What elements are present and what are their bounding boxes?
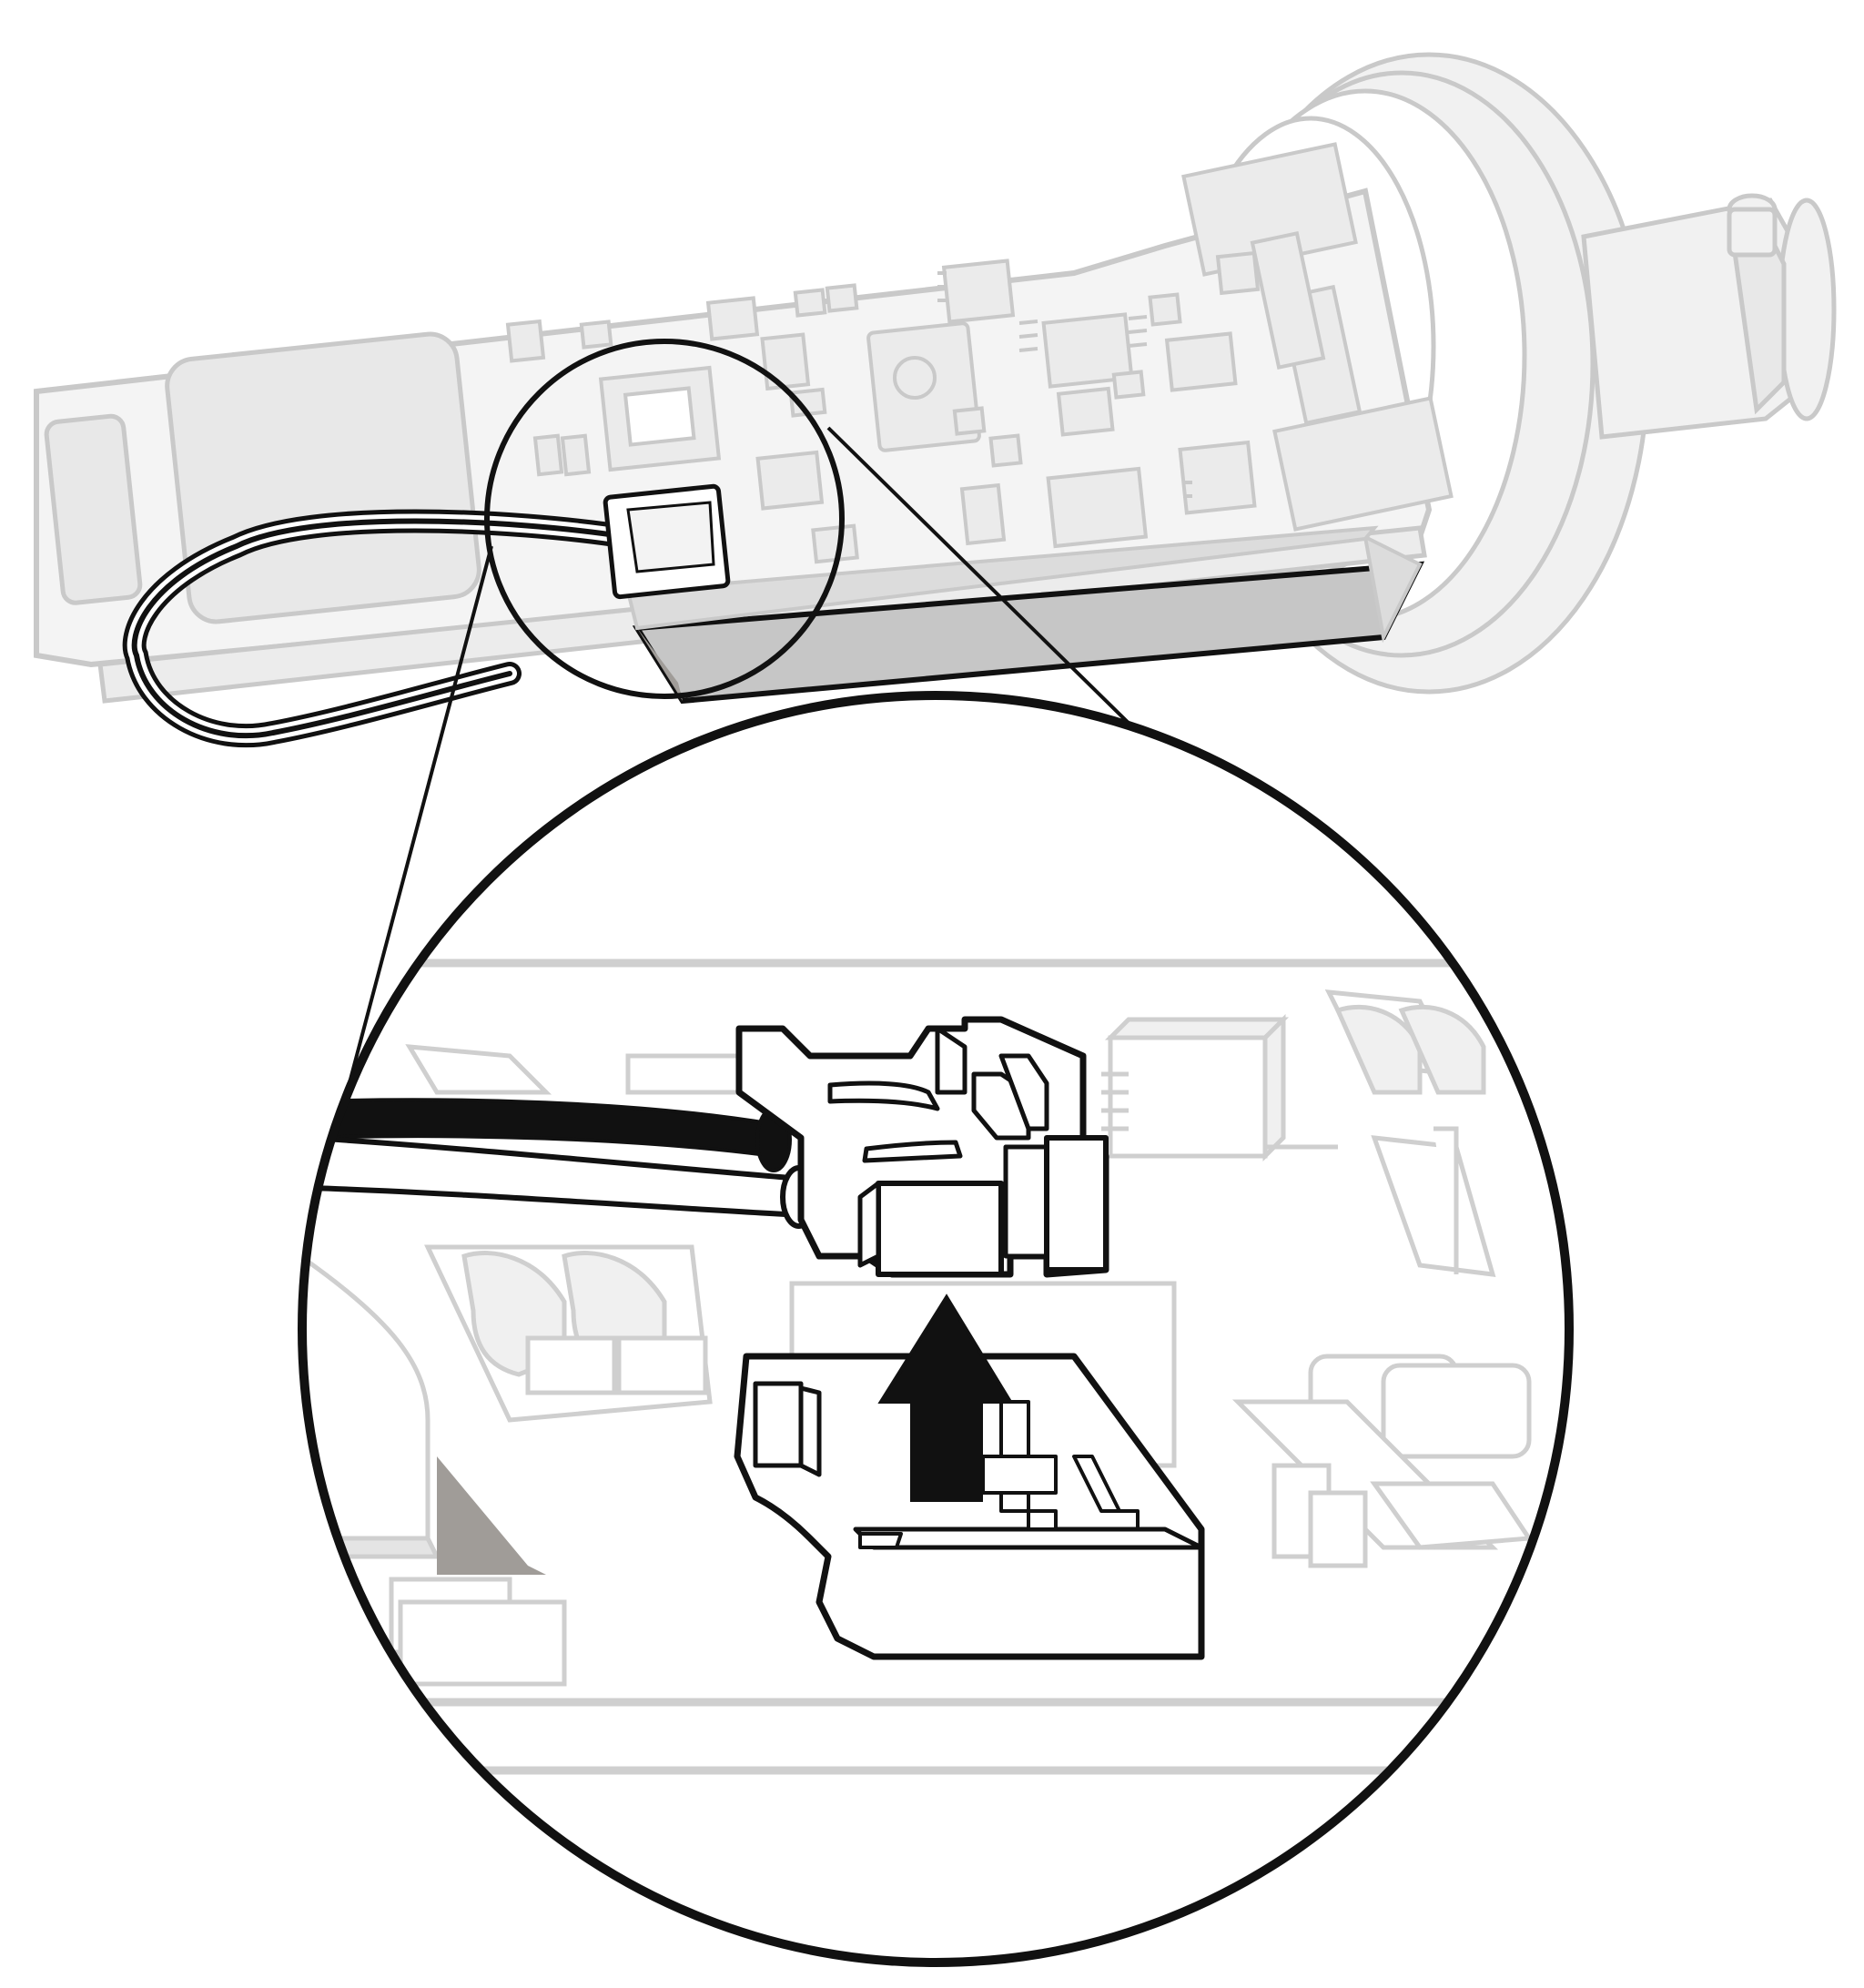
zoom-detail: [298, 691, 1574, 1967]
board-rails: [302, 958, 1569, 1775]
shaft: [1581, 193, 1837, 440]
battery-pack: [625, 525, 1425, 705]
connector-top-small: [603, 483, 731, 600]
zoom-ghost-components: [302, 989, 1534, 1687]
battery-cable-top: [122, 509, 640, 748]
arrow-up-icon: [877, 1293, 1014, 1502]
device-assembly: [34, 52, 1837, 748]
connector-plug: [735, 1016, 1109, 1278]
connector-socket: [734, 1353, 1205, 1660]
